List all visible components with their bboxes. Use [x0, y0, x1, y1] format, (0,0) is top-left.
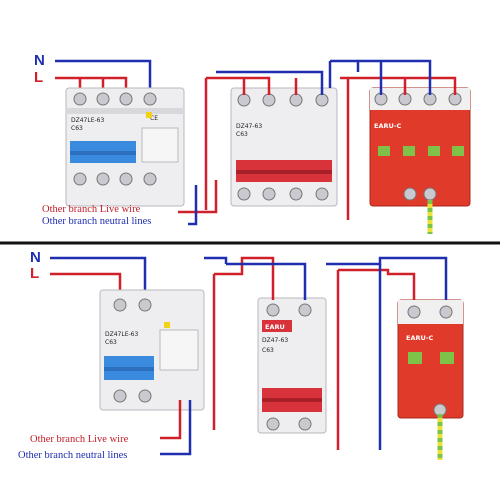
top-neutral-link-wire [216, 70, 324, 95]
top-label-n: N [34, 52, 45, 69]
top-link-wires [204, 70, 324, 210]
bottom-rcbo: DZ47LE-63 C63 [99, 289, 205, 411]
bottom-link-wires [204, 256, 307, 430]
top-mcb-screws [237, 93, 329, 201]
top-branch-wires [178, 180, 218, 226]
bottom-rcbo-test-module [159, 329, 199, 371]
top-rcbo-test-button [146, 112, 152, 118]
top-spd-indicator-2 [403, 146, 415, 156]
top-rcbo-test-module [141, 127, 179, 163]
bottom-spd-indicator-2 [440, 352, 454, 364]
bottom-branch-neutral-label: Other branch neutral lines [18, 450, 127, 461]
top-branch-live-label: Other branch Live wire [42, 204, 141, 215]
top-spd-indicator-4 [452, 146, 464, 156]
bottom-spd-wires [326, 256, 448, 450]
bottom-branch-neutral-wire [160, 400, 192, 456]
bottom-mcb-rating: C63 [262, 347, 274, 354]
bottom-spd-screws [407, 305, 453, 417]
bottom-mcb-brand: EARU [265, 323, 285, 331]
top-spd: EARU-C [369, 87, 471, 234]
top-section: N L DZ47LE-63 C63 CE [34, 52, 471, 234]
top-mcb-model: DZ47-63 [236, 123, 262, 130]
bottom-spd: EARU-C [397, 299, 464, 460]
bottom-neutral-link-wire [226, 262, 307, 300]
bottom-label-l: L [30, 265, 39, 282]
bottom-neutral-spd-wire [326, 256, 448, 300]
bottom-mcb-screws [266, 303, 312, 431]
top-label-l: L [34, 69, 43, 86]
bottom-spd-brand: EARU-C [406, 334, 433, 342]
top-spd-screws [374, 92, 462, 201]
bottom-branch-live-label: Other branch Live wire [30, 434, 129, 445]
bottom-mcb: EARU DZ47-63 C63 [257, 297, 327, 434]
top-spd-wires [328, 59, 457, 220]
bottom-mcb-model: DZ47-63 [262, 337, 288, 344]
bottom-rcbo-test-button [164, 322, 170, 328]
top-neutral-spd-wire [356, 59, 432, 95]
top-spd-brand: EARU-C [374, 122, 401, 130]
top-rcbo-model: DZ47LE-63 [71, 117, 104, 124]
bottom-neutral-in-wire [50, 256, 147, 298]
bottom-live-spd-wire [338, 268, 416, 300]
bottom-label-n: N [30, 249, 41, 266]
top-branch-neutral-wire [188, 185, 198, 226]
bottom-spd-indicator-1 [408, 352, 422, 364]
top-mcb-rating: C63 [236, 131, 248, 138]
bottom-section: N L DZ47LE-63 C63 [18, 249, 464, 461]
top-spd-indicator-3 [428, 146, 440, 156]
top-rcbo-screws [73, 92, 157, 186]
bottom-live-link-wire [212, 256, 275, 430]
bottom-branch-wires [160, 400, 192, 456]
top-neutral-in-wire [55, 59, 152, 95]
top-rcbo-tag: CE [150, 115, 158, 122]
top-branch-live-wire [178, 180, 218, 214]
top-mcb: DZ47-63 C63 [230, 87, 338, 207]
bottom-rcbo-screws [113, 298, 152, 403]
top-spd-indicator-1 [378, 146, 390, 156]
top-live-spd-wire [348, 76, 457, 95]
bottom-branch-live-wire [160, 400, 182, 440]
bottom-mcb-body [257, 297, 327, 434]
top-live-link-wire [204, 76, 271, 210]
top-rcbo-rating: C63 [71, 125, 83, 132]
top-rcbo: DZ47LE-63 C63 CE [65, 87, 185, 207]
bottom-rcbo-rating: C63 [105, 339, 117, 346]
bottom-rcbo-model: DZ47LE-63 [105, 331, 138, 338]
top-branch-neutral-label: Other branch neutral lines [42, 216, 151, 227]
